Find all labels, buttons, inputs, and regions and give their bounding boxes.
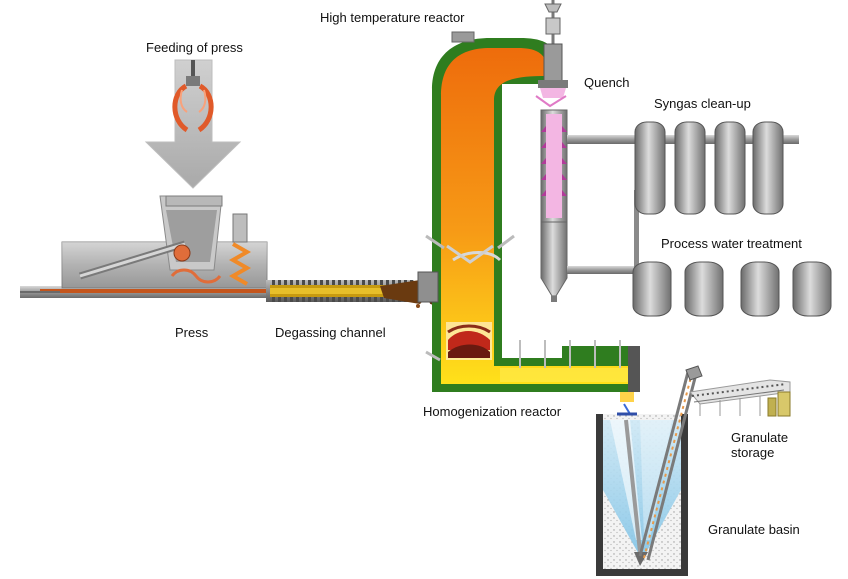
label-press: Press	[175, 325, 209, 340]
label-degassing-channel: Degassing channel	[275, 325, 386, 340]
degassing-channel	[266, 280, 435, 308]
label-homogenization-reactor: Homogenization reactor	[423, 404, 562, 419]
label-syngas-clean-up: Syngas clean-up	[654, 96, 751, 111]
granulate-storage	[689, 379, 791, 417]
grab-claw-icon	[172, 60, 214, 133]
label-granulate-storage: Granulate storage	[731, 430, 789, 460]
process-water-tanks	[632, 261, 832, 317]
label-high-temperature-reactor: High temperature reactor	[320, 10, 465, 25]
press-machine	[20, 195, 280, 298]
syngas-cleanup-tanks	[634, 121, 784, 215]
label-granulate-basin: Granulate basin	[708, 522, 800, 537]
granulate-basin	[596, 365, 703, 576]
label-process-water-treatment: Process water treatment	[661, 236, 802, 251]
quench-column	[535, 0, 568, 302]
high-temperature-reactor	[417, 31, 640, 392]
label-feeding: Feeding of press	[146, 40, 243, 55]
feeding-arrow	[144, 59, 242, 189]
label-quench: Quench	[584, 75, 630, 90]
